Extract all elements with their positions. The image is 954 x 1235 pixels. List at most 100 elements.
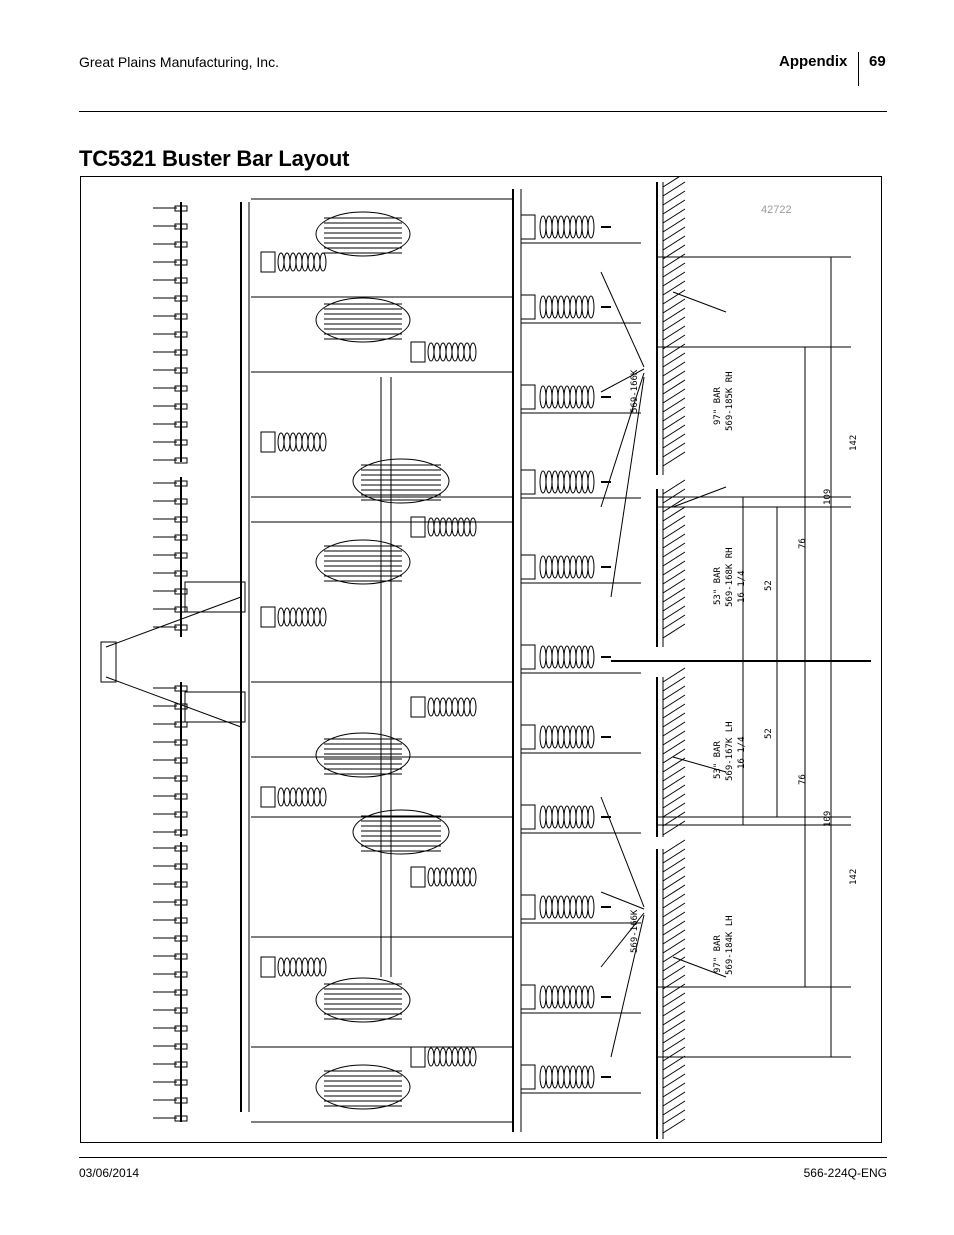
spring-coil: [295, 607, 303, 627]
shank-spring: [545, 295, 553, 319]
gang-clamp: [174, 953, 188, 960]
shank-spring: [545, 805, 553, 829]
buster-tine: [662, 181, 686, 197]
shank-spring: [557, 385, 565, 409]
spring-coil: [433, 1047, 441, 1067]
spring-coil: [457, 342, 465, 362]
spring-coil: [463, 867, 471, 887]
shank-mount: [520, 984, 536, 1010]
shank-spring: [575, 725, 583, 749]
shank-spring: [587, 295, 595, 319]
shank-spring: [545, 645, 553, 669]
buster-tine: [662, 578, 686, 594]
buster-tine: [662, 748, 686, 764]
shank-spring: [575, 295, 583, 319]
buster-tine: [662, 397, 686, 413]
shank-spring: [581, 985, 589, 1009]
spring-coil: [451, 342, 459, 362]
buster-tine: [662, 587, 686, 603]
shank-spring: [563, 645, 571, 669]
shank-spring: [575, 385, 583, 409]
hitch-block: [184, 691, 246, 723]
buster-tine: [662, 307, 686, 323]
spring-coil: [445, 342, 453, 362]
spring-coil: [463, 517, 471, 537]
dim-52-left: 52: [764, 728, 774, 739]
buster-tine: [662, 911, 686, 927]
gang-clamp: [174, 277, 188, 284]
gang-clamp: [174, 899, 188, 906]
spring-coil: [427, 867, 435, 887]
leader-line: [672, 956, 727, 978]
shank-spring: [587, 985, 595, 1009]
spring-coil: [319, 957, 327, 977]
shank-spring: [569, 725, 577, 749]
shank-spring: [575, 895, 583, 919]
spring-coil: [313, 957, 321, 977]
shank-spring: [563, 470, 571, 494]
shank-spring: [539, 215, 547, 239]
shank-spring: [569, 985, 577, 1009]
buster-tine: [662, 177, 680, 188]
gang-clamp: [174, 793, 188, 800]
shank-spring: [587, 645, 595, 669]
shank-spring: [539, 385, 547, 409]
spring-coil: [463, 1047, 471, 1067]
footer-rule: [79, 1157, 887, 1158]
buster-tine: [662, 703, 686, 719]
shank-spring: [581, 470, 589, 494]
gang-clamp: [174, 971, 188, 978]
buster-tine: [662, 721, 686, 737]
buster-tine: [662, 1046, 686, 1062]
spring-coil: [283, 432, 291, 452]
leader-line: [672, 291, 727, 313]
figure-number: 42722: [761, 204, 792, 216]
buster-tine: [662, 920, 686, 936]
spring-coil: [439, 342, 447, 362]
shank-spring: [539, 895, 547, 919]
spring-coil: [457, 697, 465, 717]
shank-spring: [539, 470, 547, 494]
buster-tine: [662, 190, 686, 206]
buster-tine: [662, 947, 686, 963]
hitch-block: [184, 581, 246, 613]
spring-coil: [295, 432, 303, 452]
shank-mount: [520, 469, 536, 495]
leader-line: [600, 912, 645, 968]
shank-spring: [557, 1065, 565, 1089]
spring-coil: [457, 1047, 465, 1067]
spring-coil: [463, 342, 471, 362]
buster-bar-drawing: 42722 97" BAR 569-185K RH 53" BAR 569-16…: [100, 177, 871, 1139]
buster-tine: [662, 226, 686, 242]
hitch-arm: [105, 596, 242, 648]
spring-coil: [451, 517, 459, 537]
spring-coil: [283, 607, 291, 627]
spring-mount: [260, 786, 276, 808]
spring-coil: [469, 867, 477, 887]
shank-spring: [557, 555, 565, 579]
header-section: Appendix: [779, 53, 848, 70]
buster-tine: [662, 524, 686, 540]
spring-coil: [289, 607, 297, 627]
spring-coil: [289, 787, 297, 807]
dim-52-right: 52: [764, 580, 774, 591]
rh-short-bar-offset: 16 1/4: [737, 570, 747, 603]
spring-coil: [427, 1047, 435, 1067]
buster-tine: [662, 875, 686, 891]
spring-coil: [277, 607, 285, 627]
gang-clamp: [174, 552, 188, 559]
buster-tine: [662, 1073, 686, 1089]
tire: [315, 1064, 411, 1110]
spring-coil: [307, 432, 315, 452]
spring-coil: [301, 957, 309, 977]
shank-spring: [539, 1065, 547, 1089]
buster-tine: [662, 739, 686, 755]
spring-coil: [445, 1047, 453, 1067]
buster-tine: [662, 992, 686, 1008]
shank-spring: [557, 895, 565, 919]
gang-clamp: [174, 367, 188, 374]
shank-mount: [520, 384, 536, 410]
page-number: 69: [869, 53, 886, 70]
gang-clamp: [174, 845, 188, 852]
buster-tine: [662, 676, 686, 692]
